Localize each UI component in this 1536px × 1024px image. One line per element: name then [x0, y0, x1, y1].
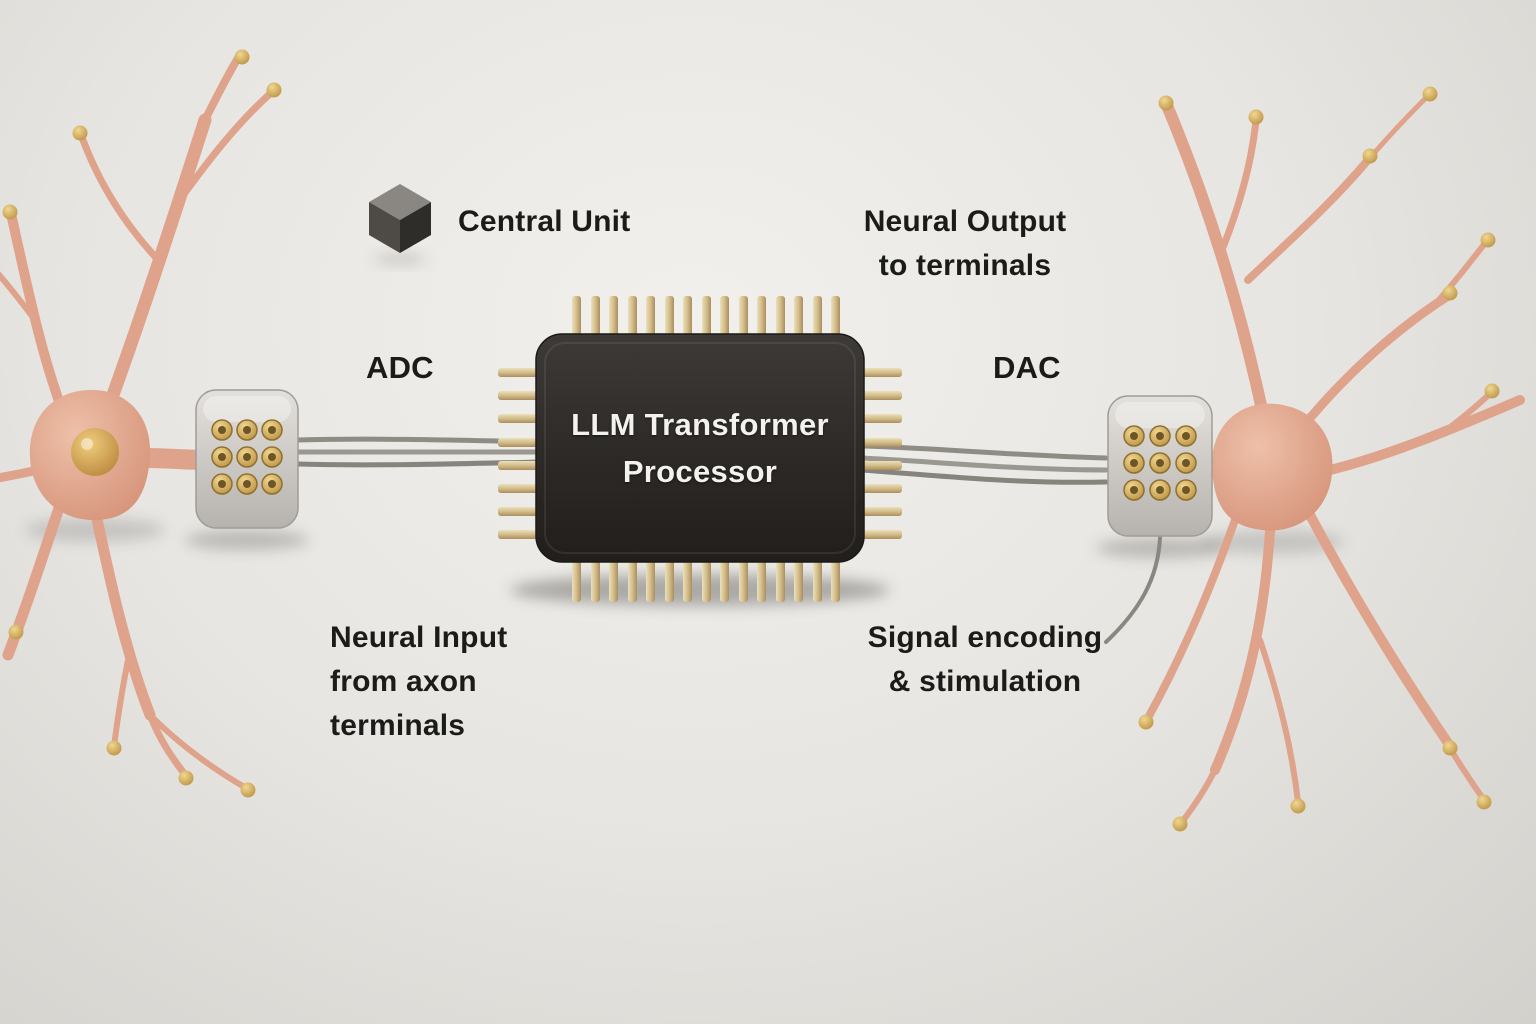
right-neuron: [1138, 86, 1525, 832]
right-electrode-array: [1107, 395, 1213, 537]
signal-encoding-label: Signal encoding & stimulation: [845, 616, 1125, 704]
electrode-pads: [1123, 425, 1197, 501]
stimulation-lead-wire: [1104, 536, 1162, 644]
neural-input-label: Neural Input from axon terminals: [330, 616, 507, 748]
signal-line1: Signal encoding: [867, 621, 1103, 654]
axon-terminal-dots: [1138, 86, 1500, 832]
output-wires: [859, 443, 1162, 644]
nucleus: [71, 428, 119, 476]
dac-label: DAC: [993, 350, 1061, 385]
terminal-dot: [234, 49, 250, 65]
electrode-pads: [211, 419, 283, 495]
chip-title-line2: Processor: [622, 454, 778, 489]
cube-icon: [369, 184, 431, 253]
chip-pins: [498, 296, 902, 602]
neural-output-label: Neural Output to terminals: [845, 200, 1085, 288]
axon-terminal-dots: [2, 49, 282, 798]
left-neuron: [0, 49, 282, 798]
neural-input-line1: Neural Input: [330, 621, 508, 654]
neural-input-line2: from axon: [330, 665, 477, 698]
neural-output-line1: Neural Output: [863, 205, 1067, 238]
dendrite-branch: [93, 113, 212, 437]
soma: [1211, 403, 1333, 531]
chip-body: [535, 333, 865, 563]
adc-label: ADC: [366, 350, 434, 385]
signal-line2: & stimulation: [888, 665, 1082, 698]
central-unit-label: Central Unit: [458, 205, 631, 238]
chip-title-line1: LLM Transformer: [571, 407, 829, 442]
neural-output-line2: to terminals: [878, 249, 1052, 282]
llm-chip: [498, 296, 902, 602]
left-electrode-array: [195, 389, 299, 529]
neural-input-line3: terminals: [330, 709, 466, 742]
chip-title: LLM Transformer Processor: [536, 334, 864, 562]
